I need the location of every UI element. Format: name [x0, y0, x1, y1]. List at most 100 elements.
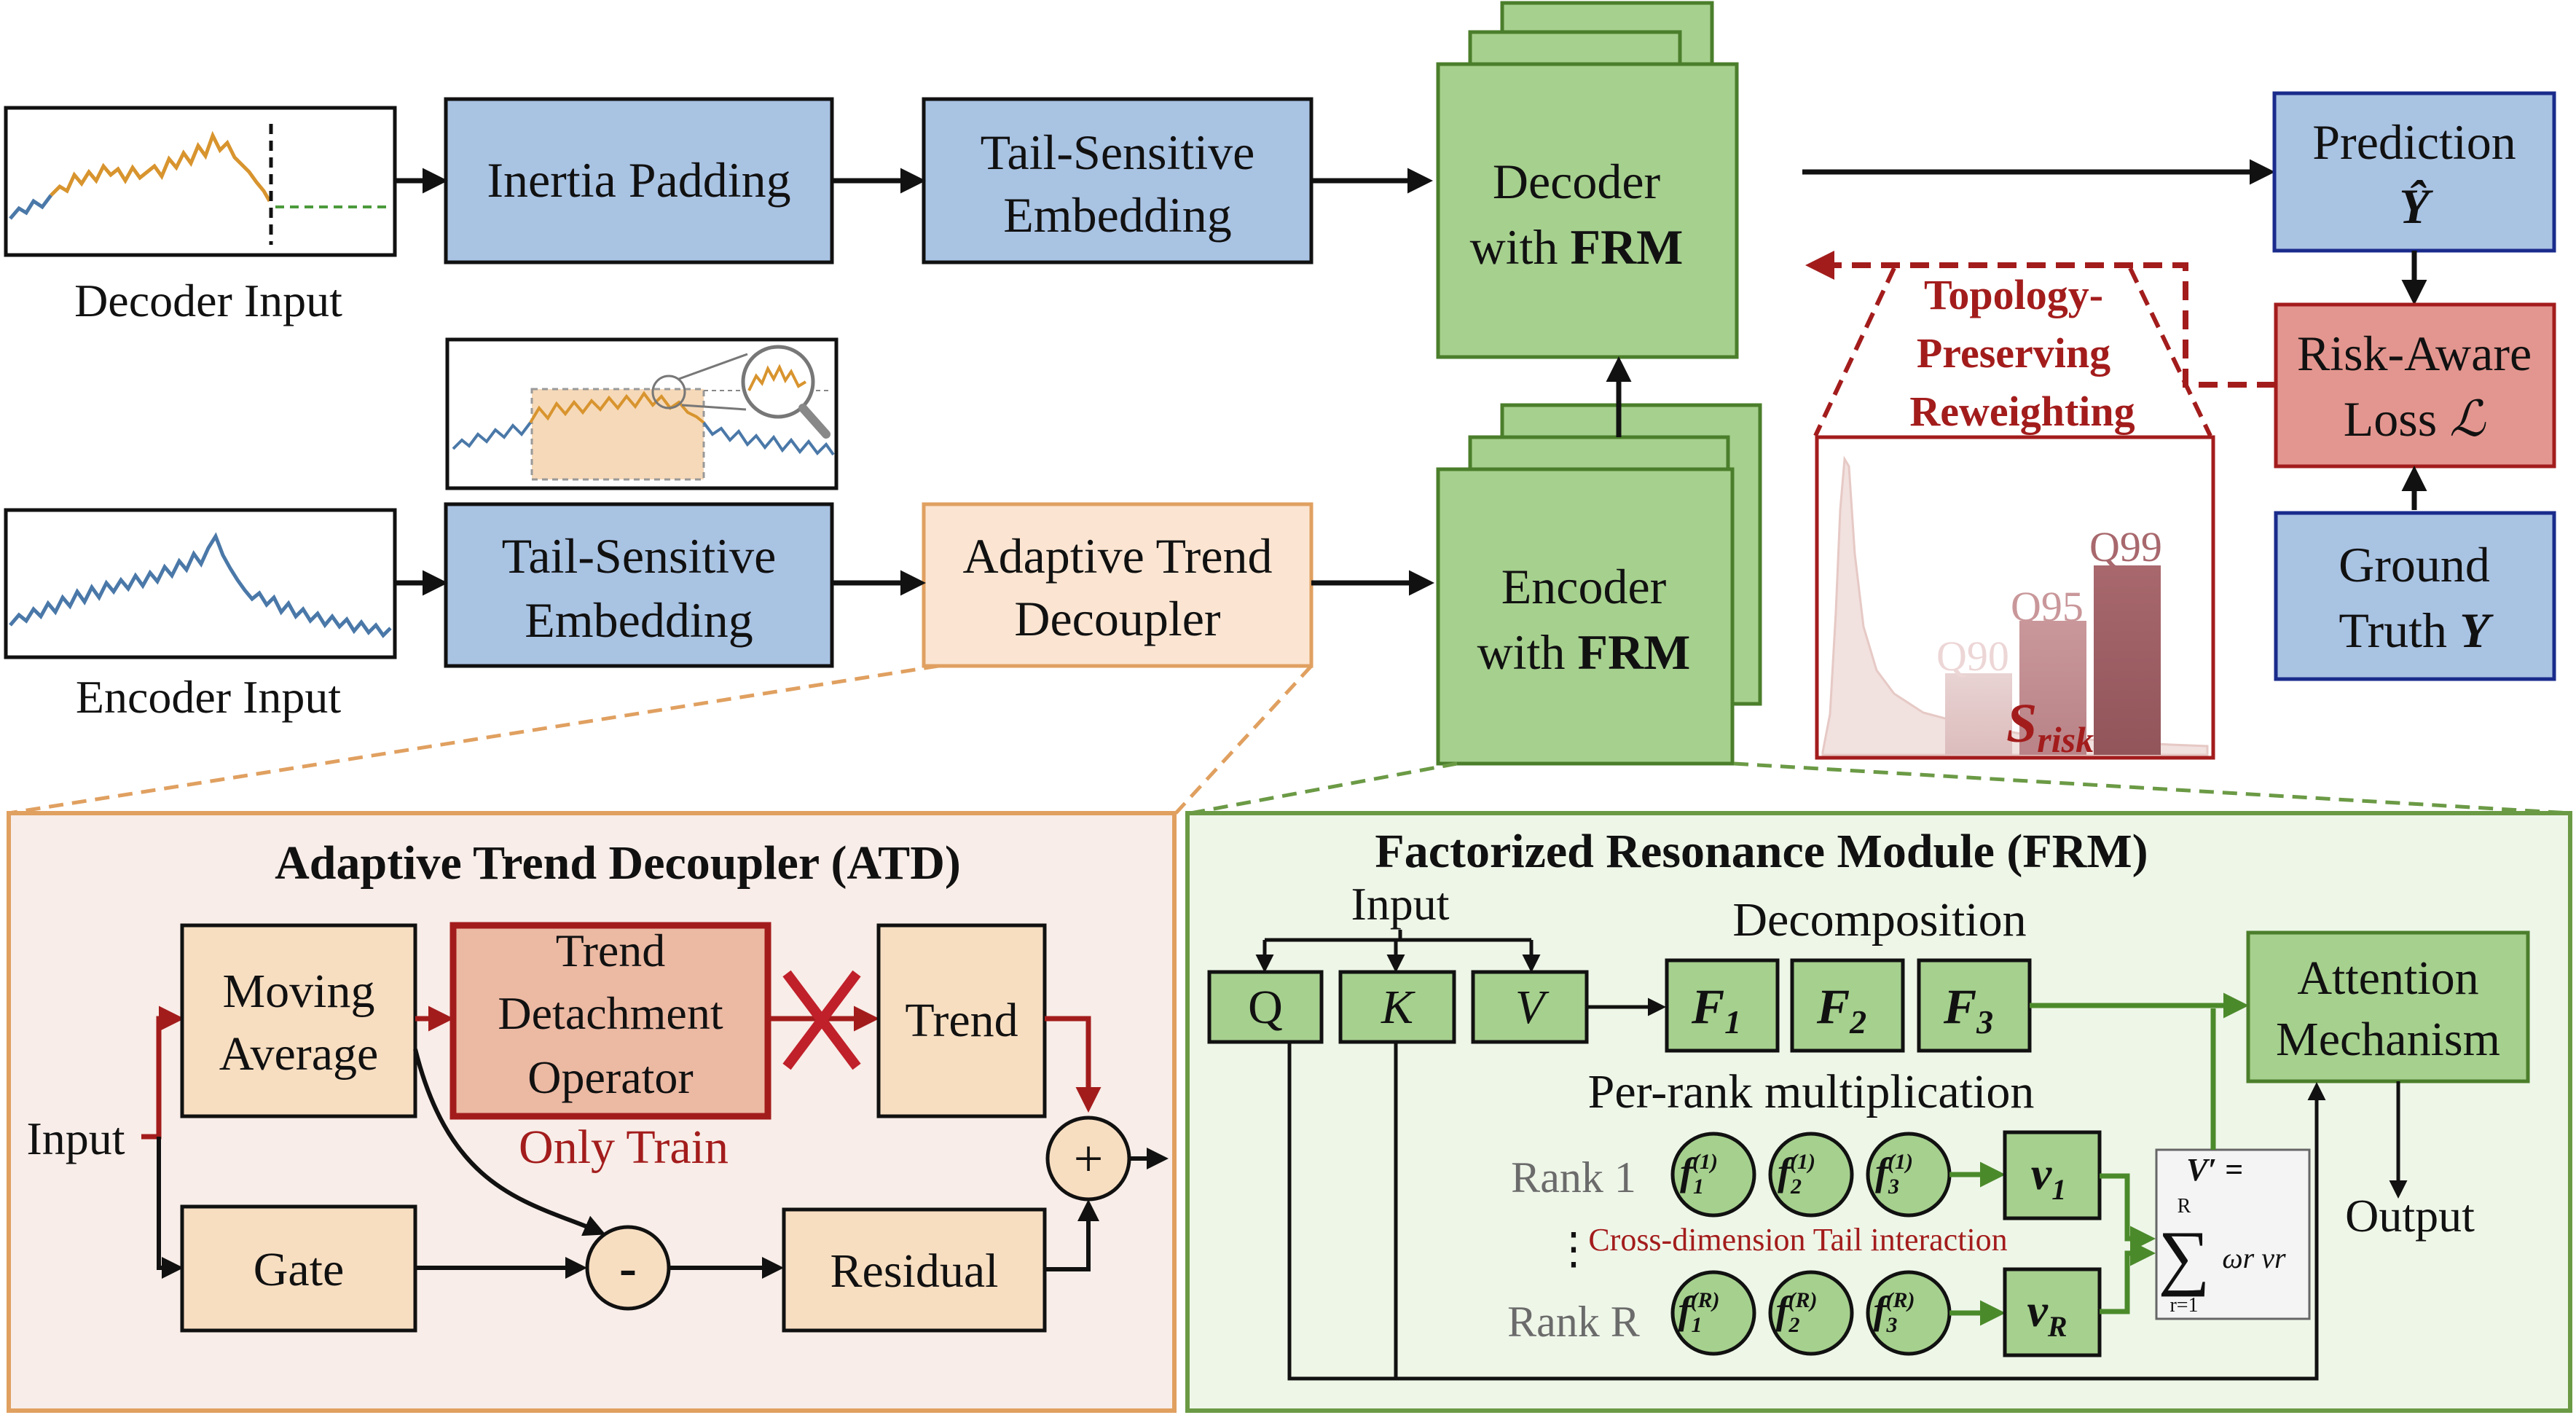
encoder-input-caption: Encoder Input	[76, 671, 342, 723]
sum-body: ωr vr	[2222, 1242, 2286, 1274]
inertia-padding-box	[444, 97, 834, 264]
rank-r-label: Rank R	[1507, 1298, 1640, 1346]
only-train-label: Only Train	[519, 1121, 729, 1174]
gate-box	[180, 1204, 417, 1333]
moving-average-line2: Average	[219, 1027, 379, 1081]
moving-average-box	[180, 923, 417, 1118]
encoder-tail-embedding-box	[444, 502, 834, 668]
atd-box-line1: Adaptive Trend	[963, 528, 1273, 584]
label-q95: Q95	[2011, 583, 2084, 630]
per-rank-label: Per-rank multiplication	[1588, 1065, 2035, 1118]
reweighting-trapezoid	[1813, 267, 2212, 437]
trend-label: Trend	[905, 994, 1018, 1047]
factor-f2-label: F2	[1816, 979, 1866, 1040]
factor-f2-box	[1790, 958, 1905, 1053]
decoder-label-line2: with FRM	[1470, 219, 1684, 275]
frm-zoom-lines	[1190, 761, 2571, 815]
sum-symbol: ∑	[2158, 1216, 2210, 1297]
arrow-ma-to-minus	[413, 1048, 606, 1236]
decoder-input-caption: Decoder Input	[74, 275, 342, 326]
arrow-input-to-gate	[157, 1137, 184, 1279]
prediction-symbol: Ŷ	[2399, 179, 2433, 234]
decoder-tail-embedding-line1: Tail-Sensitive	[981, 125, 1255, 180]
atd-title: Adaptive Trend Decoupler (ATD)	[275, 836, 961, 890]
ground-truth-line1: Ground	[2339, 537, 2490, 592]
k-box	[1338, 970, 1456, 1044]
encoder-label-line2: with FRM	[1477, 624, 1691, 680]
risk-loss-line2: Loss ℒ	[2344, 391, 2486, 447]
encoder-input-plot	[4, 508, 397, 659]
density-curve	[1821, 455, 2209, 756]
decoder-tail-embedding-box	[922, 97, 1313, 264]
rankR-f1: f1(R)	[1678, 1288, 1720, 1337]
residual-label: Residual	[830, 1245, 999, 1298]
rank1-f3: f3(1)	[1875, 1150, 1913, 1199]
rank-1-factors	[1670, 1132, 1952, 1218]
encoder-label-line1: Encoder	[1501, 559, 1667, 614]
risk-loss-line1: Risk-Aware	[2297, 326, 2532, 381]
operator-line1: Trend	[556, 925, 666, 976]
atd-box	[922, 502, 1313, 668]
arrow-input-to-ma	[141, 1006, 184, 1140]
q-box	[1207, 970, 1324, 1044]
trend-box	[876, 923, 1047, 1118]
q-label: Q	[1248, 981, 1283, 1034]
arrow-v1-to-sum	[2100, 1173, 2156, 1252]
rankR-f3: f3(R)	[1874, 1288, 1915, 1337]
output-label: Output	[2345, 1190, 2475, 1242]
frm-input-label: Input	[1351, 878, 1449, 930]
inertia-padding-label: Inertia Padding	[487, 152, 790, 208]
decomposition-label: Decomposition	[1732, 893, 2026, 946]
arrow-trend-to-plus	[1045, 1016, 1102, 1113]
reweighting-line2: Preserving	[1917, 329, 2110, 377]
sum-box	[2155, 1148, 2311, 1320]
encoder-frm-stack	[1436, 403, 1762, 766]
atd-input-label: Input	[26, 1113, 125, 1164]
reweighting-line3: Reweighting	[1909, 388, 2135, 435]
prediction-box	[2272, 91, 2556, 253]
arrow-vr-to-sum	[2100, 1240, 2156, 1314]
ground-truth-line2: Truth Y	[2339, 603, 2494, 658]
factor-f3-box	[1917, 958, 2032, 1053]
attention-box	[2246, 930, 2530, 1083]
decoder-frm-stack	[1436, 1, 1739, 359]
encoder-tail-embedding-line1: Tail-Sensitive	[502, 528, 777, 584]
v1-label: v1	[2031, 1148, 2066, 1206]
decoder-tail-embedding-line2: Embedding	[1003, 187, 1232, 243]
frm-title: Factorized Resonance Module (FRM)	[1375, 825, 2148, 878]
rank-1-label: Rank 1	[1511, 1153, 1636, 1202]
vr-label: vR	[2027, 1285, 2067, 1343]
factor-f1-box	[1665, 958, 1780, 1053]
label-q90: Q90	[1936, 632, 2009, 680]
rank-r-factors	[1670, 1270, 1952, 1356]
decoder-label-line1: Decoder	[1493, 154, 1661, 209]
vprime-label: V′ =	[2186, 1152, 2243, 1188]
q-path	[1287, 1042, 2326, 1381]
v-box	[1471, 970, 1589, 1044]
attention-line2: Mechanism	[2276, 1013, 2500, 1066]
bar-q95	[2019, 621, 2086, 755]
atd-box-line2: Decoupler	[1014, 591, 1221, 646]
reweighting-line1: Topology-	[1924, 271, 2103, 318]
operator-line2: Detachment	[498, 987, 723, 1039]
bar-q99	[2094, 565, 2161, 755]
cross-icon	[782, 970, 861, 1070]
plus-label: +	[1074, 1129, 1104, 1188]
rank1-f1: f1(1)	[1680, 1150, 1718, 1199]
v-label: V	[1515, 981, 1550, 1034]
sum-bottom: r=1	[2169, 1294, 2198, 1317]
cross-dim-label: Cross-dimension Tail interaction	[1588, 1222, 2007, 1258]
rank-ellipsis: ⋮	[1552, 1225, 1595, 1273]
ground-truth-box	[2274, 511, 2556, 681]
srisk-label: Srisk	[2006, 693, 2094, 760]
reweighting-feedback-arrow	[1805, 251, 2276, 388]
atd-example-plot	[445, 337, 839, 490]
atd-zoom-lines	[8, 664, 1313, 815]
factor-f3-label: F3	[1943, 979, 1993, 1040]
bar-q90	[1945, 673, 2012, 755]
v1-box	[2003, 1130, 2102, 1220]
factor-f1-label: F1	[1691, 979, 1741, 1040]
decoder-input-plot	[4, 106, 397, 257]
arrow-residual-to-plus	[1045, 1199, 1099, 1271]
vr-box	[2003, 1267, 2102, 1357]
